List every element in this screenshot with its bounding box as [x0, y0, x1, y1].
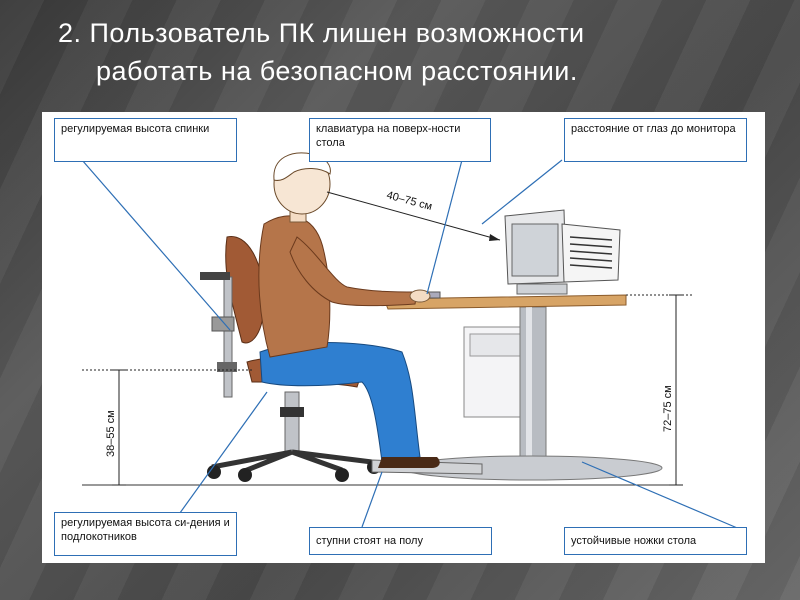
desk-column-shine [526, 307, 532, 457]
callout-table-legs: устойчивые ножки стола [564, 527, 747, 555]
diagram-canvas: 40–75 см 38–55 см 72–75 см [81, 152, 743, 531]
callout-leaders [81, 159, 743, 531]
ergonomics-diagram: 40–75 см 38–55 см 72–75 см регулируемая [42, 112, 765, 563]
table-height-measure: 72–75 см [662, 385, 674, 432]
seat-height-measure: 38–55 см [105, 410, 117, 457]
table-height-dimension [626, 294, 692, 486]
eye-distance-measure: 40–75 см [385, 189, 433, 213]
callout-eye-distance: расстояние от глаз до монитора [564, 118, 747, 162]
desk-column [519, 306, 547, 458]
sight-line [326, 191, 501, 241]
monitor-vents [569, 236, 613, 269]
callout-backrest: регулируемая высота спинки [54, 118, 237, 162]
sight-arrow [489, 234, 500, 241]
slide-title-line2: работать на безопасном расстоянии. [96, 56, 578, 86]
callout-seat-height: регулируемая высота си-дения и подлокотн… [54, 512, 237, 556]
seat-height-dimension [82, 369, 252, 486]
slide-title-line1: 2. Пользователь ПК лишен возможности [58, 18, 585, 48]
monitor-screen [511, 223, 559, 277]
seated-person [258, 152, 483, 475]
monitor-stand [516, 283, 568, 295]
drawer-front [469, 333, 529, 357]
callout-feet: ступни стоят на полу [309, 527, 492, 555]
callout-keyboard: клавиатура на поверх-ности стола [309, 118, 491, 162]
slide-title: 2. Пользователь ПК лишен возможности раб… [58, 14, 778, 90]
